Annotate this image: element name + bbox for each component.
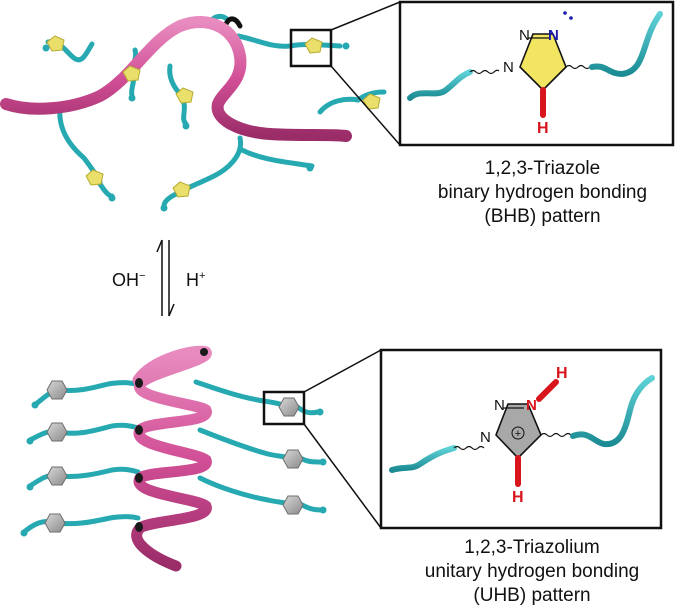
proton-text: H xyxy=(186,270,199,290)
side-chain-left xyxy=(389,445,457,473)
caption-line: unitary hydrogen bonding xyxy=(424,561,640,582)
side-chain xyxy=(235,33,343,49)
polymer-backbone xyxy=(0,16,352,142)
nh-bond xyxy=(536,379,559,402)
triazole-caption: 1,2,3-Triazole binary hydrogen bonding (… xyxy=(400,157,675,229)
triazole-unit xyxy=(304,37,323,54)
side-chain-left xyxy=(407,69,473,101)
side-chain xyxy=(197,427,293,461)
side-chain-right xyxy=(589,11,663,78)
side-chain xyxy=(27,466,141,489)
side-chain xyxy=(21,514,141,535)
triazole-ring xyxy=(519,33,567,92)
zoom-line xyxy=(330,1,401,31)
side-chain xyxy=(317,89,387,115)
equilibrium-arrows xyxy=(156,239,175,317)
atom-n3: N xyxy=(548,27,559,44)
wavy-bond xyxy=(565,64,591,70)
side-chain xyxy=(97,181,115,199)
wavy-bond xyxy=(453,445,485,451)
arrow-down-head xyxy=(168,303,175,317)
charge-circle xyxy=(511,426,525,440)
triazole-inset: N N N H xyxy=(398,0,675,147)
triazolium-unit xyxy=(282,449,304,469)
zoom-box xyxy=(289,28,333,68)
triazole-unit xyxy=(172,181,191,198)
acid-label: H+ xyxy=(186,270,205,291)
lone-pair-electron xyxy=(563,11,567,15)
zoom-indicator-bottom xyxy=(262,349,382,529)
side-chain xyxy=(197,475,293,507)
triazole-unit xyxy=(175,87,194,104)
triazolium-ring xyxy=(495,403,542,460)
triazole-unit xyxy=(122,65,141,82)
atom-h-top: H xyxy=(556,365,568,382)
triazole-unit xyxy=(85,169,104,186)
side-chain xyxy=(239,147,315,169)
atom-h: H xyxy=(537,120,549,137)
zoom-line xyxy=(303,349,382,393)
positive-charge: + xyxy=(515,428,521,440)
chain-end xyxy=(223,16,243,29)
proton-charge: + xyxy=(199,270,206,282)
zoom-box xyxy=(262,390,306,426)
chain-end-caps xyxy=(42,42,350,212)
side-chain-right xyxy=(570,375,655,448)
caption-line: 1,2,3-Triazole xyxy=(484,158,601,179)
atom-n1: N xyxy=(503,59,514,76)
caption-line: (BHB) pattern xyxy=(484,206,601,227)
triazolium-unit xyxy=(46,380,68,400)
triazolium-unit xyxy=(44,513,66,533)
triazole-pendants xyxy=(46,35,381,198)
triazolium-unit xyxy=(282,495,304,515)
triazolium-unit xyxy=(278,397,300,417)
zoom-line xyxy=(330,65,401,146)
wavy-bond xyxy=(469,69,500,75)
side-chain xyxy=(193,379,289,409)
zoom-line xyxy=(303,423,382,529)
caption-line: binary hydrogen bonding xyxy=(437,182,648,203)
caption-line: (UHB) pattern xyxy=(473,585,591,606)
atom-n2: N xyxy=(494,397,505,414)
triazolium-pendants xyxy=(44,380,304,533)
triazole-unit xyxy=(46,35,65,52)
triazole-unit xyxy=(362,93,381,110)
side-chain xyxy=(27,422,141,443)
caption-line: 1,2,3-Triazolium xyxy=(464,537,600,558)
triazolium-unit xyxy=(46,422,68,442)
triazolium-caption: 1,2,3-Triazolium unitary hydrogen bondin… xyxy=(382,536,675,608)
triazolium-unit xyxy=(46,466,68,486)
base-label: OH− xyxy=(112,270,145,291)
arrow-up-head xyxy=(156,239,163,253)
hydroxide-charge: − xyxy=(139,270,146,282)
side-chain xyxy=(161,135,244,209)
helix-shadows xyxy=(135,348,208,532)
wavy-bond xyxy=(540,432,572,438)
atom-n2: N xyxy=(519,27,530,44)
lone-pair-electron xyxy=(569,16,573,20)
hydroxide-text: OH xyxy=(112,270,139,290)
helix-backbone xyxy=(131,345,212,572)
helical-polymer xyxy=(20,345,327,572)
random-coil-polymer xyxy=(0,13,387,212)
atom-n3: N xyxy=(526,397,537,414)
atom-n1: N xyxy=(480,429,491,446)
helix-end-caps xyxy=(20,401,327,537)
zoom-indicator-top xyxy=(289,1,401,146)
atom-h-bottom: H xyxy=(512,489,524,506)
triazolium-inset: + N N N H H xyxy=(379,348,663,530)
